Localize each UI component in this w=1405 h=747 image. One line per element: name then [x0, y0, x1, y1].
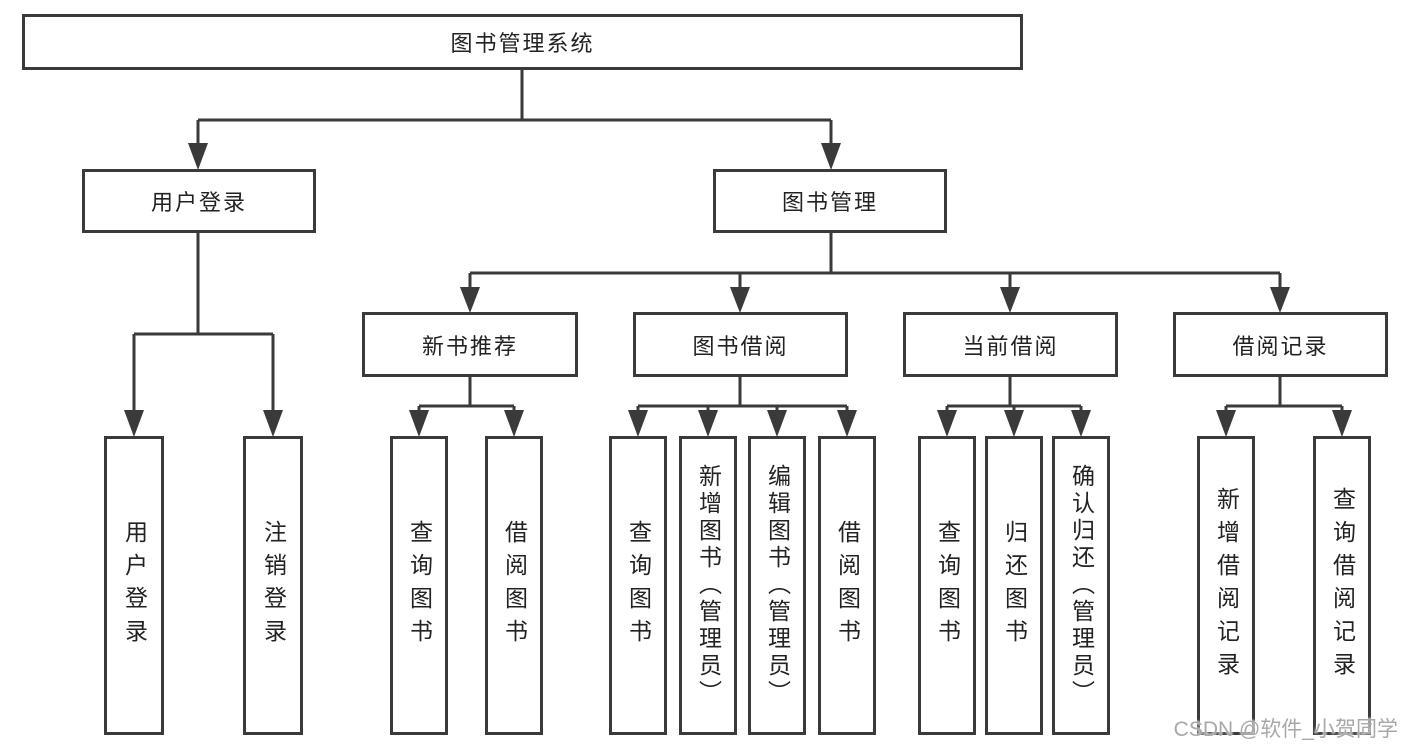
- connector-root-to-level1: [188, 70, 841, 170]
- leaf-node-add-borrow-record: 新增借阅记录: [1197, 436, 1255, 735]
- connector-current-borrow-branch: [937, 377, 1091, 437]
- node-label: 查询图书: [406, 519, 433, 652]
- node-label: 用户登录: [150, 190, 247, 215]
- node-label: 查询图书: [625, 519, 652, 652]
- node-book-borrowing: 图书借阅: [633, 312, 848, 377]
- node-label: 新增借阅记录: [1213, 486, 1240, 685]
- node-book-management: 图书管理: [713, 169, 947, 233]
- node-label: 编辑图书（管理员）: [764, 464, 791, 707]
- node-label: 查询借阅记录: [1329, 486, 1356, 685]
- leaf-node-query-borrow-record: 查询借阅记录: [1313, 436, 1371, 735]
- leaf-node-logout: 注销登录: [243, 436, 303, 735]
- leaf-node-query-books: 查询图书: [609, 436, 667, 735]
- connector-new-book-branch: [409, 377, 524, 437]
- connector-user-login-branch: [124, 233, 283, 437]
- node-label: 图书管理: [781, 190, 878, 215]
- node-label: 图书管理系统: [450, 31, 595, 56]
- connector-borrow-record-branch: [1216, 377, 1352, 437]
- node-library-management-system: 图书管理系统: [22, 14, 1023, 70]
- leaf-node-query-books: 查询图书: [918, 436, 976, 735]
- node-label: 借阅图书: [501, 519, 528, 652]
- watermark: CSDN @软件_小贺同学: [1173, 718, 1398, 741]
- leaf-node-edit-books-admin: 编辑图书（管理员）: [748, 436, 806, 735]
- node-borrowing-records: 借阅记录: [1173, 312, 1388, 377]
- node-new-book-recommendation: 新书推荐: [362, 312, 578, 377]
- node-label: 查询图书: [934, 519, 961, 652]
- leaf-node-return-books: 归还图书: [985, 436, 1043, 735]
- leaf-node-confirm-return-admin: 确认归还（管理员）: [1052, 436, 1110, 735]
- node-current-borrowing: 当前借阅: [903, 312, 1118, 377]
- node-label: 新增图书（管理员）: [695, 464, 722, 707]
- node-label: 借阅记录: [1232, 333, 1329, 359]
- connector-book-borrow-branch: [628, 377, 857, 437]
- node-label: 确认归还（管理员）: [1068, 464, 1095, 707]
- leaf-node-query-books: 查询图书: [390, 436, 448, 735]
- node-label: 注销登录: [260, 519, 287, 652]
- leaf-node-user-login: 用户登录: [104, 436, 164, 735]
- node-label: 图书借阅: [692, 333, 789, 359]
- leaf-node-borrow-books: 借阅图书: [485, 436, 543, 735]
- leaf-node-borrow-books: 借阅图书: [818, 436, 876, 735]
- leaf-node-add-books-admin: 新增图书（管理员）: [679, 436, 737, 735]
- connector-book-management-branch: [460, 233, 1290, 313]
- node-user-login: 用户登录: [82, 169, 316, 233]
- node-label: 借阅图书: [834, 519, 861, 652]
- node-label: 当前借阅: [962, 333, 1059, 359]
- node-label: 用户登录: [121, 519, 148, 652]
- node-label: 新书推荐: [421, 333, 518, 359]
- node-label: 归还图书: [1001, 519, 1028, 652]
